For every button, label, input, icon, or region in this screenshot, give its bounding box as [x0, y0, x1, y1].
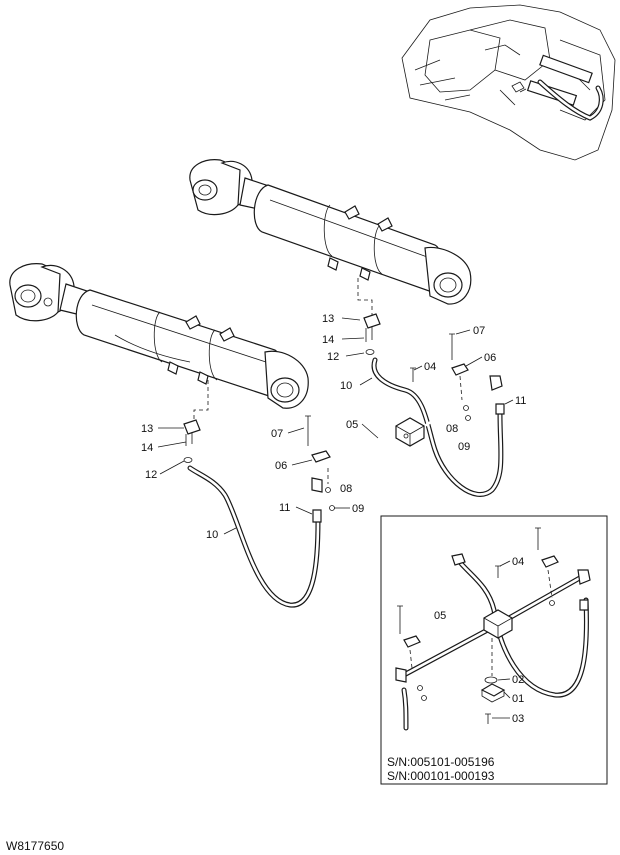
- callout-04: 04: [424, 361, 436, 373]
- callout-08-upper: 08: [446, 423, 458, 435]
- serial-range-1: S/N:005101-005196: [387, 755, 495, 769]
- inset-callout-03: 03: [512, 713, 524, 725]
- callout-13-upper: 13: [322, 313, 334, 325]
- boom-cylinder-upper: [189, 159, 472, 318]
- inset-callout-01: 01: [512, 693, 524, 705]
- inset-callout-02: 02: [512, 674, 524, 686]
- callout-12-lower: 12: [145, 469, 157, 481]
- callout-05: 05: [346, 419, 358, 431]
- callout-11-upper: 11: [515, 395, 526, 407]
- drawing-id: W8177650: [6, 839, 64, 853]
- inset-callout-05: 05: [434, 610, 446, 622]
- machine-overview-thumbnail: [401, 4, 616, 161]
- callout-leaders: [157, 317, 514, 719]
- callout-08-lower: 08: [340, 483, 352, 495]
- callout-06-upper: 06: [484, 352, 496, 364]
- boom-cylinder-lower: [9, 263, 309, 422]
- callout-14-lower: 14: [141, 442, 153, 454]
- callout-12-upper: 12: [327, 351, 339, 363]
- callout-09-lower: 09: [352, 503, 364, 515]
- serial-range-inset: [380, 515, 608, 785]
- callout-07-lower: 07: [271, 428, 283, 440]
- callout-09-upper: 09: [458, 441, 470, 453]
- callout-13-lower: 13: [141, 423, 153, 435]
- inset-callout-04: 04: [512, 556, 524, 568]
- callout-11-lower: 11: [279, 502, 290, 514]
- callout-10-upper: 10: [340, 380, 352, 392]
- hose-assembly-main: [183, 313, 505, 608]
- serial-range-2: S/N:000101-000193: [387, 769, 495, 783]
- callout-06-lower: 06: [275, 460, 287, 472]
- callout-14-upper: 14: [322, 334, 334, 346]
- callout-10-lower: 10: [206, 529, 218, 541]
- callout-07-upper: 07: [473, 325, 485, 337]
